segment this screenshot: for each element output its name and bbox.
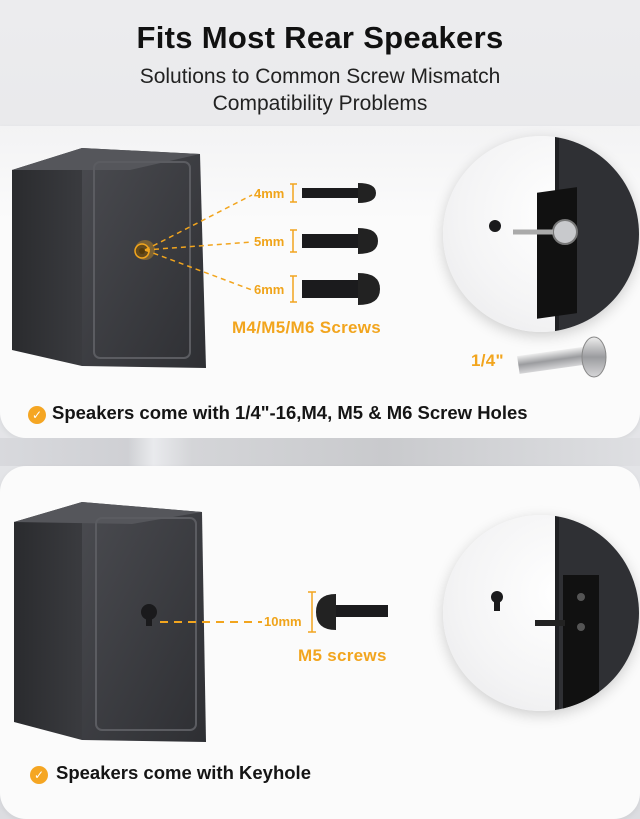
page-title: Fits Most Rear Speakers [136, 20, 504, 55]
screw-hole-note: Speakers come with 1/4"-16,M4, M5 & M6 S… [52, 402, 528, 423]
subtitle-line-2: Compatibility Problems [212, 92, 428, 115]
m5-screw-icon [308, 591, 388, 633]
header: Fits Most Rear Speakers Solutions to Com… [0, 0, 640, 120]
screw-5mm-icon [290, 228, 378, 254]
screw-4mm-icon [290, 183, 376, 203]
speaker-image-2 [14, 502, 206, 742]
subtitle-line-1: Solutions to Common Screw Mismatch [139, 65, 501, 88]
quarter-inch-label: 1/4" [471, 351, 504, 370]
mount-detail-circle-1 [443, 136, 639, 332]
check-icon: ✓ [28, 406, 46, 424]
speaker-image-1 [12, 148, 206, 368]
screw-size-4mm: 4mm [254, 186, 285, 201]
screw-size-5mm: 5mm [254, 234, 285, 249]
background-strip [0, 438, 640, 466]
check-icon: ✓ [30, 766, 48, 784]
m4-m5-m6-screws-label: M4/M5/M6 Screws [232, 318, 382, 337]
mount-detail-circle-2 [443, 515, 639, 711]
quarter-inch-screw-icon [517, 336, 607, 378]
dashed-guide-line-2 [160, 621, 262, 623]
page-subtitle: Solutions to Common Screw Mismatch Compa… [0, 63, 640, 117]
screw-size-10mm: 10mm [264, 614, 302, 629]
screw-size-6mm: 6mm [254, 282, 285, 297]
screw-6mm-icon [290, 273, 380, 305]
m5-screws-label: M5 screws [298, 646, 387, 665]
keyhole-note: Speakers come with Keyhole [56, 762, 311, 783]
dashed-guide-lines [135, 194, 253, 291]
